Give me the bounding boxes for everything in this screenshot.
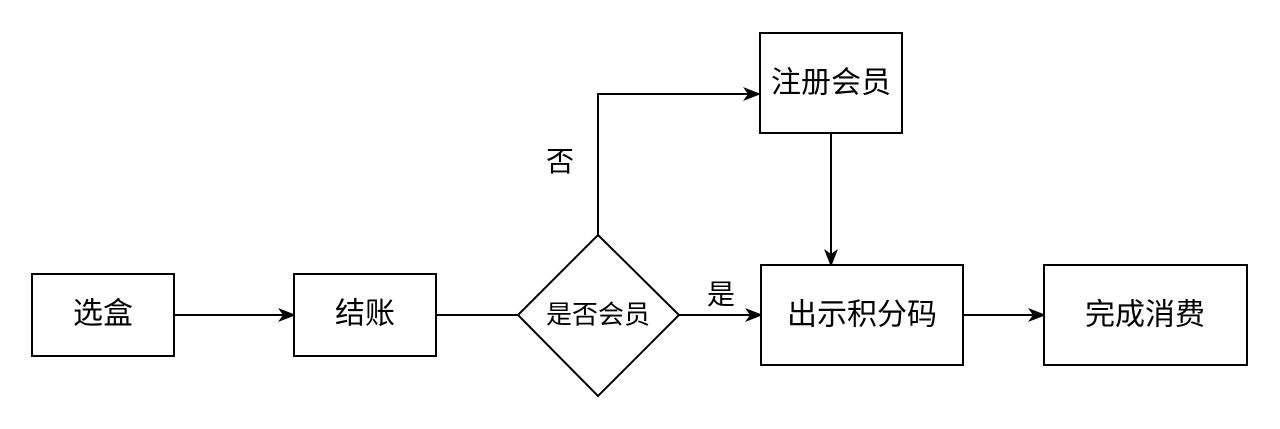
node-select-box: 选盒 xyxy=(31,273,175,357)
node-show-points-code: 出示积分码 xyxy=(760,264,964,366)
node-register-member-label: 注册会员 xyxy=(771,66,891,101)
edge-decision-no-to-register xyxy=(597,87,761,235)
node-select-box-label: 选盒 xyxy=(73,297,133,332)
node-checkout-label: 结账 xyxy=(335,297,395,332)
edge-label-no: 否 xyxy=(546,145,574,178)
node-complete-purchase: 完成消费 xyxy=(1043,264,1248,366)
edge-label-yes: 是 xyxy=(707,278,735,311)
node-is-member-label: 是否会员 xyxy=(546,301,650,331)
node-show-points-code-label: 出示积分码 xyxy=(787,298,937,333)
node-complete-purchase-label: 完成消费 xyxy=(1085,298,1205,333)
node-register-member: 注册会员 xyxy=(759,32,903,134)
node-checkout: 结账 xyxy=(293,273,437,357)
node-is-member-decision: 是否会员 xyxy=(516,233,681,398)
